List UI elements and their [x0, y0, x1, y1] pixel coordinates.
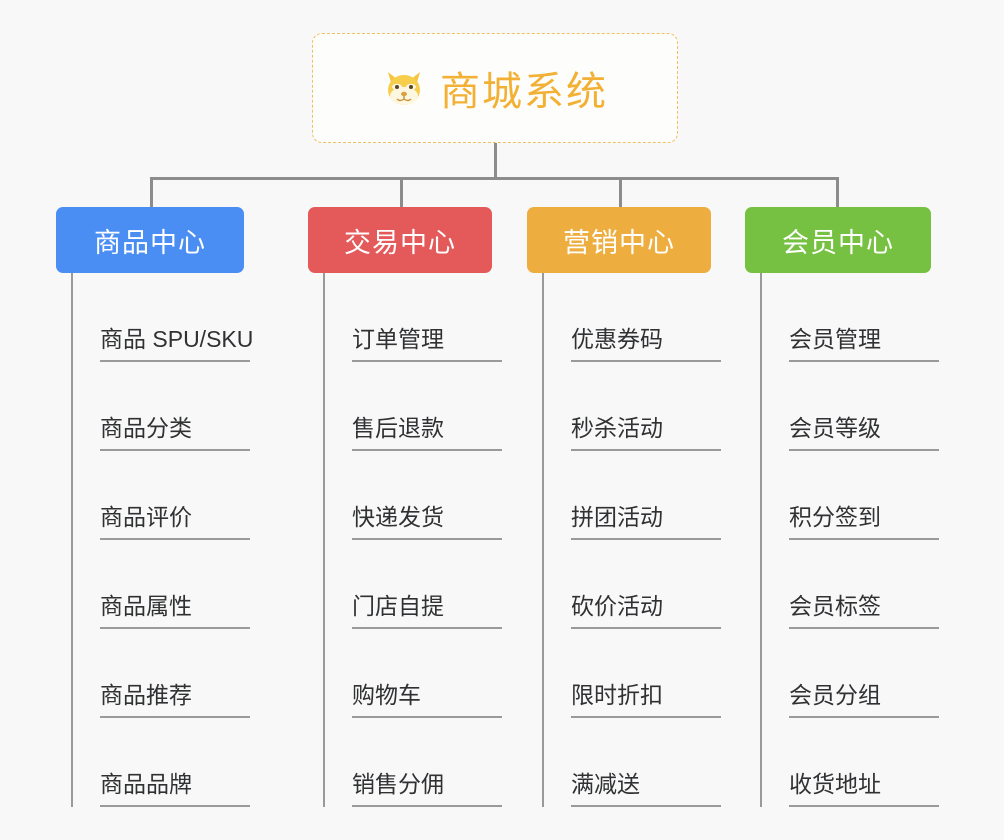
- leaf-item-label: 会员管理: [789, 320, 939, 362]
- connector-drop-3: [619, 177, 622, 207]
- branch-header-3[interactable]: 营销中心: [527, 207, 711, 273]
- branch-4: 会员中心会员管理会员等级积分签到会员标签会员分组收货地址: [745, 207, 939, 807]
- connector-drop-2: [400, 177, 403, 207]
- leaf-item-label: 订单管理: [352, 320, 502, 362]
- leaf-item[interactable]: 会员管理: [745, 273, 939, 362]
- leaf-item[interactable]: 商品评价: [56, 451, 250, 540]
- leaf-item-label: 秒杀活动: [571, 409, 721, 451]
- leaf-item[interactable]: 限时折扣: [527, 629, 721, 718]
- leaf-item-label: 积分签到: [789, 498, 939, 540]
- branch-header-label: 营销中心: [563, 227, 675, 258]
- leaf-item[interactable]: 积分签到: [745, 451, 939, 540]
- leaf-item[interactable]: 销售分佣: [308, 718, 502, 807]
- branch-3: 营销中心优惠券码秒杀活动拼团活动砍价活动限时折扣满减送: [527, 207, 721, 807]
- branch-items-1: 商品 SPU/SKU 商品分类商品评价商品属性商品推荐商品品牌: [56, 273, 253, 807]
- leaf-item-label: 商品属性: [100, 587, 250, 629]
- root-node[interactable]: 商城系统: [312, 33, 678, 143]
- leaf-item[interactable]: 拼团活动: [527, 451, 721, 540]
- leaf-item[interactable]: 会员分组: [745, 629, 939, 718]
- leaf-item[interactable]: 秒杀活动: [527, 362, 721, 451]
- branch-header-1[interactable]: 商品中心: [56, 207, 244, 273]
- leaf-item[interactable]: 商品属性: [56, 540, 250, 629]
- connector-stem: [494, 143, 497, 179]
- branch-1: 商品中心商品 SPU/SKU 商品分类商品评价商品属性商品推荐商品品牌: [56, 207, 253, 807]
- leaf-item[interactable]: 优惠券码: [527, 273, 721, 362]
- leaf-item[interactable]: 订单管理: [308, 273, 502, 362]
- leaf-item-label: 快递发货: [352, 498, 502, 540]
- connector-drop-1: [150, 177, 153, 207]
- branch-items-2: 订单管理售后退款快递发货门店自提购物车销售分佣: [308, 273, 502, 807]
- leaf-item-label: 购物车: [352, 676, 502, 718]
- leaf-item[interactable]: 满减送: [527, 718, 721, 807]
- leaf-item[interactable]: 商品 SPU/SKU: [56, 273, 253, 362]
- leaf-item-label: 商品推荐: [100, 676, 250, 718]
- branch-header-2[interactable]: 交易中心: [308, 207, 492, 273]
- leaf-item-label: 商品评价: [100, 498, 250, 540]
- branch-spine: [71, 273, 73, 807]
- leaf-item-label: 商品品牌: [100, 765, 250, 807]
- leaf-item[interactable]: 商品推荐: [56, 629, 250, 718]
- leaf-item-label: 收货地址: [789, 765, 939, 807]
- leaf-item-label: 商品 SPU/SKU: [100, 320, 253, 362]
- branch-header-label: 商品中心: [94, 227, 206, 258]
- leaf-item[interactable]: 收货地址: [745, 718, 939, 807]
- leaf-item-label: 满减送: [571, 765, 721, 807]
- branch-spine: [542, 273, 544, 807]
- root-title: 商城系统: [440, 70, 608, 114]
- branch-spine: [760, 273, 762, 807]
- leaf-item[interactable]: 会员等级: [745, 362, 939, 451]
- leaf-item-label: 销售分佣: [352, 765, 502, 807]
- leaf-item-label: 限时折扣: [571, 676, 721, 718]
- leaf-item-label: 门店自提: [352, 587, 502, 629]
- branch-items-3: 优惠券码秒杀活动拼团活动砍价活动限时折扣满减送: [527, 273, 721, 807]
- branch-items-4: 会员管理会员等级积分签到会员标签会员分组收货地址: [745, 273, 939, 807]
- leaf-item-label: 售后退款: [352, 409, 502, 451]
- leaf-item-label: 砍价活动: [571, 587, 721, 629]
- leaf-item[interactable]: 购物车: [308, 629, 502, 718]
- leaf-item-label: 拼团活动: [571, 498, 721, 540]
- connector-bus: [150, 177, 839, 180]
- connector-drop-4: [836, 177, 839, 207]
- shiba-dog-face-icon: [382, 66, 426, 110]
- branch-header-label: 会员中心: [782, 227, 894, 258]
- leaf-item[interactable]: 砍价活动: [527, 540, 721, 629]
- leaf-item-label: 会员等级: [789, 409, 939, 451]
- leaf-item-label: 会员标签: [789, 587, 939, 629]
- branch-header-4[interactable]: 会员中心: [745, 207, 931, 273]
- leaf-item[interactable]: 售后退款: [308, 362, 502, 451]
- leaf-item[interactable]: 商品品牌: [56, 718, 250, 807]
- branch-2: 交易中心订单管理售后退款快递发货门店自提购物车销售分佣: [308, 207, 502, 807]
- leaf-item[interactable]: 会员标签: [745, 540, 939, 629]
- leaf-item[interactable]: 快递发货: [308, 451, 502, 540]
- leaf-item-label: 商品分类: [100, 409, 250, 451]
- leaf-item-label: 会员分组: [789, 676, 939, 718]
- leaf-item-label: 优惠券码: [571, 320, 721, 362]
- branch-header-label: 交易中心: [344, 227, 456, 258]
- leaf-item[interactable]: 门店自提: [308, 540, 502, 629]
- branch-spine: [323, 273, 325, 807]
- leaf-item[interactable]: 商品分类: [56, 362, 250, 451]
